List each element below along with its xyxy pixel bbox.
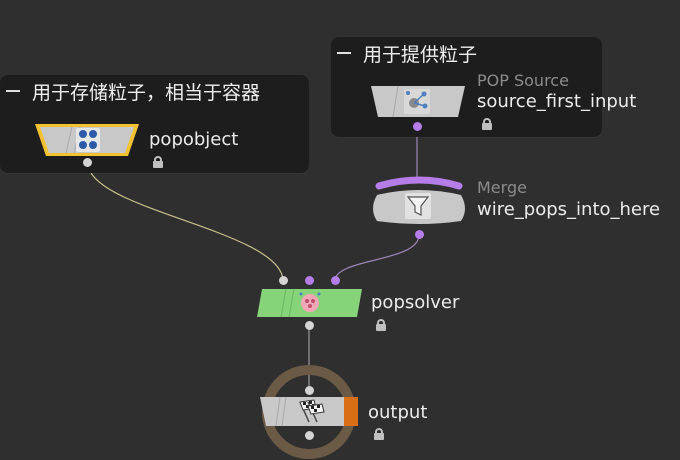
output-node[interactable] (256, 364, 364, 460)
pop-source-node[interactable] (368, 84, 468, 119)
popsolver-input-port-2[interactable] (305, 276, 314, 285)
lock-icon[interactable] (482, 118, 492, 130)
lock-icon[interactable] (153, 156, 163, 168)
popsolver-node[interactable] (256, 288, 364, 318)
output-name[interactable]: output (368, 402, 428, 423)
wire-merge-to-popsolver[interactable] (334, 234, 420, 281)
pop-source-output-port[interactable] (413, 122, 422, 131)
merge-type: Merge (477, 178, 527, 197)
emitter-icon (404, 89, 430, 114)
network-box-source[interactable]: 用于提供粒子 (331, 37, 602, 137)
network-box-title-text: 用于存储粒子，相当于容器 (32, 81, 261, 104)
collapse-icon[interactable] (6, 90, 20, 92)
collapse-icon[interactable] (337, 52, 351, 54)
network-box-title[interactable]: 用于存储粒子，相当于容器 (6, 77, 260, 105)
popsolver-output-port[interactable] (305, 321, 314, 330)
lock-icon[interactable] (376, 319, 386, 331)
pop-source-type: POP Source (477, 71, 569, 90)
popsolver-name[interactable]: popsolver (371, 292, 460, 313)
lock-icon[interactable] (374, 428, 384, 440)
network-box-title-text: 用于提供粒子 (363, 43, 478, 66)
output-input-port[interactable] (305, 386, 314, 395)
checkered-flag-icon (299, 399, 325, 423)
pop-source-name[interactable]: source_first_input (477, 91, 637, 112)
popobject-node[interactable] (32, 122, 142, 158)
solver-icon (299, 292, 321, 312)
display-flag (344, 397, 358, 426)
popsolver-input-port-3[interactable] (331, 276, 340, 285)
popsolver-input-port-1[interactable] (279, 276, 288, 285)
output-output-port[interactable] (305, 431, 314, 440)
particles-icon (76, 128, 100, 152)
wire-popobject-to-popsolver[interactable] (87, 162, 284, 281)
popobject-output-port[interactable] (83, 158, 92, 167)
merge-output-port[interactable] (415, 230, 424, 239)
network-box-title[interactable]: 用于提供粒子 (337, 39, 477, 67)
merge-node[interactable] (369, 175, 469, 227)
funnel-icon (405, 193, 431, 219)
merge-name[interactable]: wire_pops_into_here (477, 199, 661, 220)
popobject-name[interactable]: popobject (149, 129, 239, 150)
